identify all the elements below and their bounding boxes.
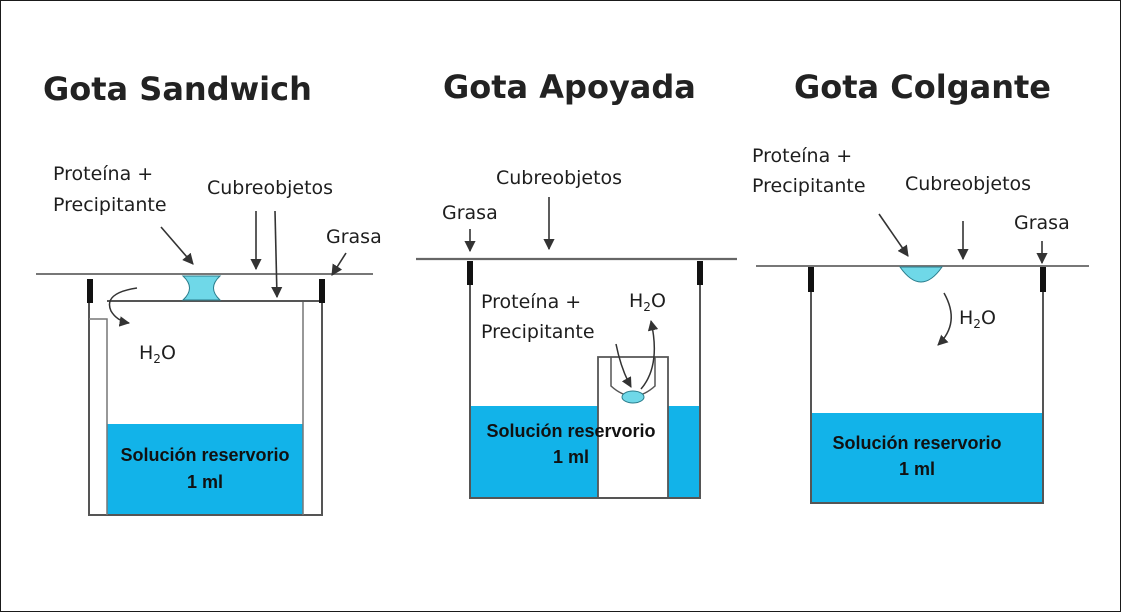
sitting-coverslip-label: Cubreobjetos <box>496 167 622 189</box>
sandwich-grease-arrow <box>331 252 347 276</box>
hanging-grease-label: Grasa <box>1014 212 1070 234</box>
sitting-protein-label-line2: Precipitante <box>481 321 595 343</box>
sitting-reservoir-volume: 1 ml <box>553 447 589 467</box>
sitting-reservoir-label: Solución reservorio <box>486 421 655 441</box>
hanging-grease-left <box>808 267 814 292</box>
sitting-well <box>469 261 701 499</box>
sitting-water-arrow <box>640 319 659 390</box>
hanging-protein-arrow <box>878 213 909 257</box>
sandwich-inner-wall-left <box>89 318 108 515</box>
sandwich-well <box>88 301 323 516</box>
panel-sandwich: Gota Sandwich Solución reservorio 1 ml P… <box>36 70 382 516</box>
sandwich-coverslip-arrow-2 <box>271 210 283 299</box>
hanging-reservoir-solution <box>811 413 1043 503</box>
sandwich-protein-label-line1: Proteína + <box>53 163 153 185</box>
sandwich-drop <box>181 275 222 301</box>
sitting-grease-right <box>697 261 703 285</box>
sandwich-water-label: H2O <box>139 342 176 366</box>
sitting-protein-arrow <box>615 343 632 388</box>
hanging-drop <box>899 266 943 283</box>
sandwich-grease-left <box>87 279 93 303</box>
sandwich-protein-arrow <box>160 226 194 265</box>
hanging-water-label: H2O <box>959 307 996 331</box>
panel-sandwich-title: Gota Sandwich <box>43 70 312 108</box>
panel-sitting-title: Gota Apoyada <box>443 68 696 106</box>
panel-hanging-title: Gota Colgante <box>794 68 1051 106</box>
hanging-water-arrow <box>937 292 952 346</box>
sandwich-coverslip-label: Cubreobjetos <box>207 177 333 199</box>
sandwich-grease-label: Grasa <box>326 226 382 248</box>
sitting-grease-left <box>467 261 473 285</box>
hanging-coverslip-label: Cubreobjetos <box>905 173 1031 195</box>
sandwich-grease-right <box>319 279 325 303</box>
hanging-reservoir-volume: 1 ml <box>899 459 935 479</box>
sitting-drop <box>621 390 645 404</box>
sandwich-reservoir-volume: 1 ml <box>187 472 223 492</box>
sitting-protein-label-line1: Proteína + <box>481 291 581 313</box>
hanging-protein-label-line2: Precipitante <box>752 175 866 197</box>
hanging-reservoir-label: Solución reservorio <box>832 433 1001 453</box>
sitting-water-label: H2O <box>629 290 666 314</box>
sandwich-protein-label-line2: Precipitante <box>53 194 167 216</box>
sandwich-reservoir-label: Solución reservorio <box>120 445 289 465</box>
hanging-grease-right <box>1040 267 1046 292</box>
sandwich-reservoir-solution <box>107 424 303 515</box>
sandwich-water-arrow <box>108 287 138 327</box>
panel-hanging: Gota Colgante Solución reservorio 1 ml P… <box>752 68 1089 504</box>
sitting-grease-label: Grasa <box>442 202 498 224</box>
hanging-well <box>810 267 1044 504</box>
panel-sitting: Gota Apoyada Solución reservorio 1 ml Cu… <box>416 68 737 499</box>
hanging-protein-label-line1: Proteína + <box>752 145 852 167</box>
